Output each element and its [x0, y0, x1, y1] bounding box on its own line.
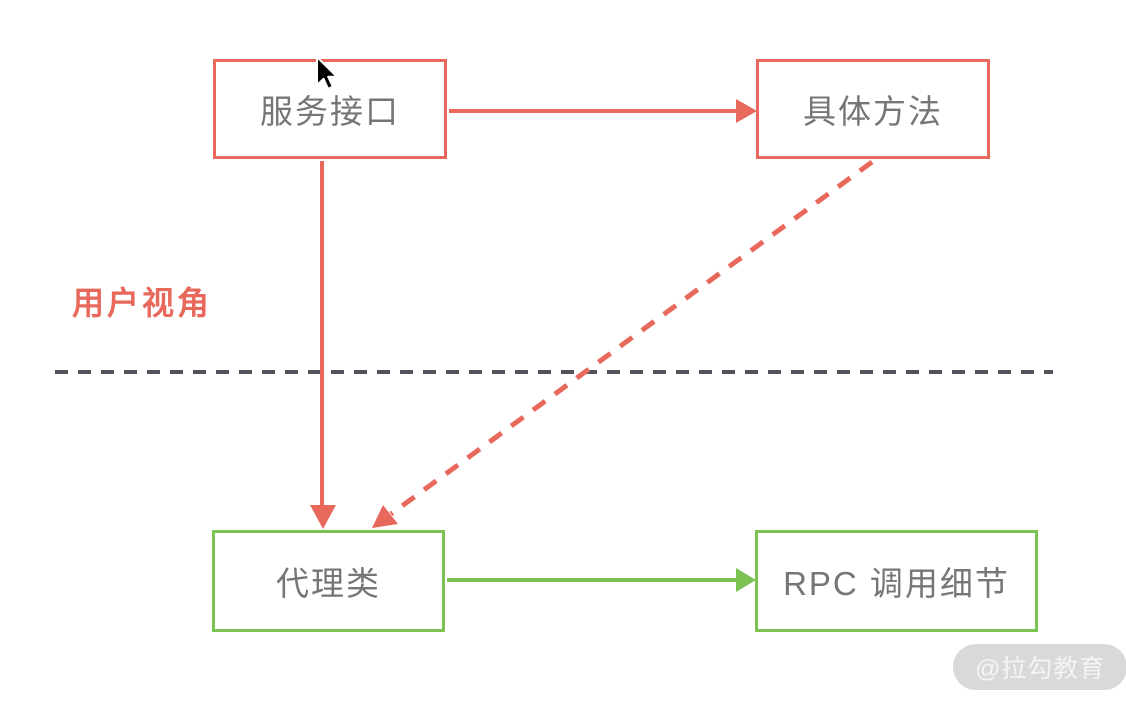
edge-method-to-proxy-dashed-arrow	[372, 159, 874, 528]
watermark-badge: @拉勾教育	[953, 644, 1126, 690]
node-rpc-call-detail[interactable]: RPC 调用细节	[755, 530, 1038, 632]
node-rpc-call-detail-label: RPC 调用细节	[783, 565, 1010, 602]
edge-service-to-method-arrow	[449, 99, 757, 123]
node-concrete-method[interactable]: 具体方法	[756, 59, 990, 159]
node-service-interface[interactable]: 服务接口	[213, 59, 447, 159]
arrowhead-down-left-icon	[372, 505, 398, 528]
node-concrete-method-label: 具体方法	[803, 93, 943, 130]
edge-proxy-to-rpc-arrow	[447, 568, 756, 592]
node-proxy-class-label: 代理类	[276, 565, 381, 602]
edge-service-to-proxy-arrow	[310, 161, 336, 529]
arrowhead-down-icon	[310, 505, 336, 529]
user-perspective-label: 用户视角	[72, 285, 213, 321]
node-proxy-class[interactable]: 代理类	[212, 530, 445, 632]
arrowhead-right-icon	[736, 99, 757, 123]
node-service-interface-label: 服务接口	[260, 93, 400, 130]
arrowhead-right-icon	[736, 568, 756, 592]
